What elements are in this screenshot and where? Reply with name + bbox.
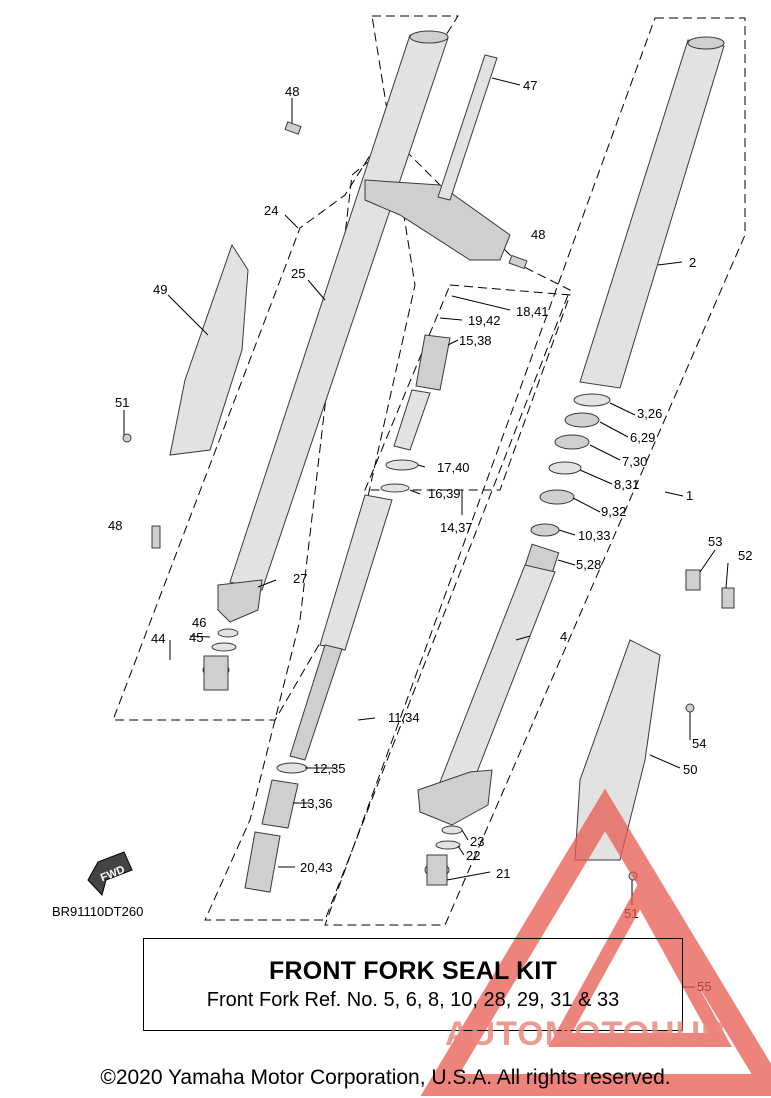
bushing-10 [530,523,560,537]
assembly-outline-14 [364,284,571,491]
clip-52 [721,587,735,609]
label-13-36: 13,36 [300,796,333,811]
copyright-notice: ©2020 Yamaha Motor Corporation, U.S.A. A… [100,1066,671,1089]
cartridge-lower [289,644,343,761]
bolt-48-mid [508,254,528,270]
label-5-28: 5,28 [576,557,601,572]
oring-17 [385,459,419,471]
seal-9 [539,489,575,505]
label-15-38: 15,38 [459,333,492,348]
label-18-41: 18,41 [516,304,549,319]
label-2: 2 [689,255,696,270]
label-50: 50 [683,762,697,777]
oring-23 [441,825,463,835]
seal-ring-3 [573,393,611,407]
label-54: 54 [692,736,706,751]
bolt-51-left [122,433,132,443]
assembly-outline-1 [324,17,746,926]
damper-rod [393,389,431,451]
label-24: 24 [264,203,278,218]
cap-bolt-15 [415,334,451,391]
bolt-44-body [203,655,229,691]
cartridge-11 [319,494,393,651]
label-19-42: 19,42 [468,313,501,328]
label-51-left: 51 [115,395,129,410]
assembly-outline-inner [204,139,571,921]
seal-kit-subtitle: Front Fork Ref. No. 5, 6, 8, 10, 28, 29,… [206,989,620,1011]
seal-kit-box: FRONT FORK SEAL KIT Front Fork Ref. No. … [143,938,683,1031]
label-11-34: 11,34 [388,710,420,725]
fwd-arrow-icon: FWD [87,851,133,897]
left-axle-bracket [217,579,263,623]
bolt-54 [685,703,695,713]
label-49: 49 [153,282,167,297]
clip-53 [685,569,701,591]
label-9-32: 9,32 [601,504,626,519]
label-3-26: 3,26 [637,406,662,421]
label-17-40: 17,40 [437,460,470,475]
bolt-48-lower [151,525,161,549]
label-47: 47 [523,78,537,93]
label-21: 21 [496,866,510,881]
inner-tube [439,564,556,791]
fork-guard-left [169,243,249,456]
label-48-right: 48 [531,227,545,242]
label-1: 1 [686,488,693,503]
label-45: 45 [189,630,203,645]
watermark-text: AUTOMOTOHUB [445,1015,727,1053]
steering-stem [437,54,498,201]
left-outer-tube [229,34,449,591]
washer-45 [211,642,237,652]
label-12-35: 12,35 [313,761,346,776]
watermark-logo-icon [420,788,771,1096]
left-tube-top [409,30,449,44]
label-48-top: 48 [285,84,299,99]
label-27: 27 [293,571,307,586]
label-8-31: 8,31 [614,477,639,492]
label-4: 4 [560,629,567,644]
label-10-33: 10,33 [578,528,611,543]
clip-8 [548,461,582,475]
label-7-30: 7,30 [622,454,647,469]
drawing-code: BR91110DT260 [52,904,144,919]
label-44: 44 [151,631,165,646]
axle-bracket [417,769,493,826]
seal-7 [554,434,590,450]
outer-tube-top [687,36,725,50]
label-20-43: 20,43 [300,860,333,875]
label-16-39: 16,39 [428,486,461,501]
label-25: 25 [291,266,305,281]
spring-seat-13 [261,779,299,829]
label-14-37: 14,37 [440,520,473,535]
axle-bolt-body [426,854,448,886]
seal-6 [564,412,600,428]
oring-16 [380,483,410,493]
oring-12 [276,762,308,774]
label-48-left: 48 [108,518,122,533]
label-53: 53 [708,534,722,549]
oring-46 [217,628,239,638]
label-6-29: 6,29 [630,430,655,445]
washer-22 [435,840,461,850]
spring-20 [244,831,281,893]
seal-kit-title: FRONT FORK SEAL KIT [268,957,558,985]
outer-tube [579,39,725,389]
label-23: 23 [470,834,484,849]
label-52: 52 [738,548,752,563]
label-22: 22 [466,848,480,863]
bolt-48-top [284,121,302,135]
label-46: 46 [192,615,206,630]
